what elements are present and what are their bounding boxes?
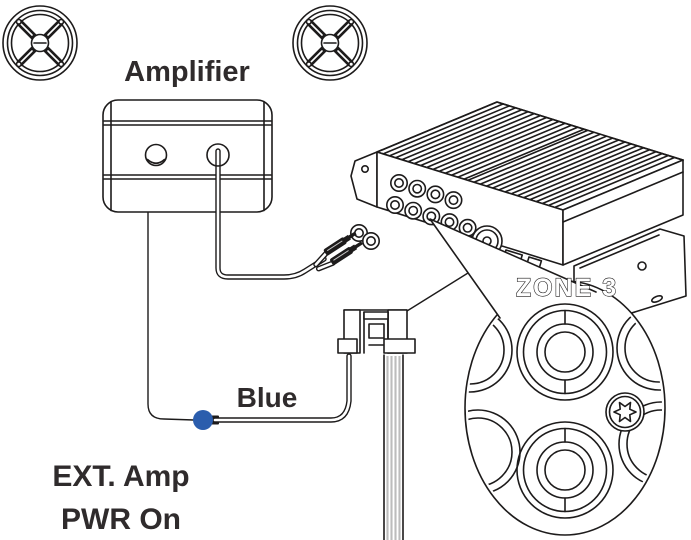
top-face-band-lines [473, 131, 608, 187]
connector-lead-line [406, 272, 469, 312]
mounting-flange-left [350, 151, 378, 208]
flange-slot-hole [651, 295, 663, 303]
speaker-wire-left [38, 76, 110, 143]
blue-wire-label: Blue [237, 382, 298, 413]
ext-amp-pwr-label-line1: EXT. Amp [52, 460, 189, 493]
head-unit-illustration [349, 101, 687, 317]
torx-screw-icon [605, 392, 645, 432]
rca-plugs-icon [313, 231, 363, 272]
blue-wire-dot [193, 410, 213, 430]
right-speaker-icon [293, 6, 367, 80]
zone3-label: ZONE 3 [516, 274, 618, 302]
speaker-wire-right [265, 76, 332, 143]
amplifier-label: Amplifier [124, 56, 250, 88]
rca-output-port [206, 143, 230, 167]
ext-amp-pwr-label-line2: PWR On [61, 503, 181, 536]
flange-screw-hole [637, 261, 647, 271]
blue-wire [211, 353, 352, 425]
ext-amp-power-lead [147, 211, 195, 421]
head-unit-right-face [562, 159, 684, 266]
callout-tail [429, 218, 597, 319]
left-speaker-icon [3, 6, 77, 80]
amplifier-box [102, 99, 273, 213]
rca-cable [206, 143, 327, 280]
harness-cable [383, 354, 404, 540]
zone3-callout-balloon: ZONE 3 [429, 218, 666, 536]
amplifier-hole [144, 143, 168, 167]
harness-connector [337, 272, 469, 354]
flange-screw-hole [360, 165, 369, 174]
